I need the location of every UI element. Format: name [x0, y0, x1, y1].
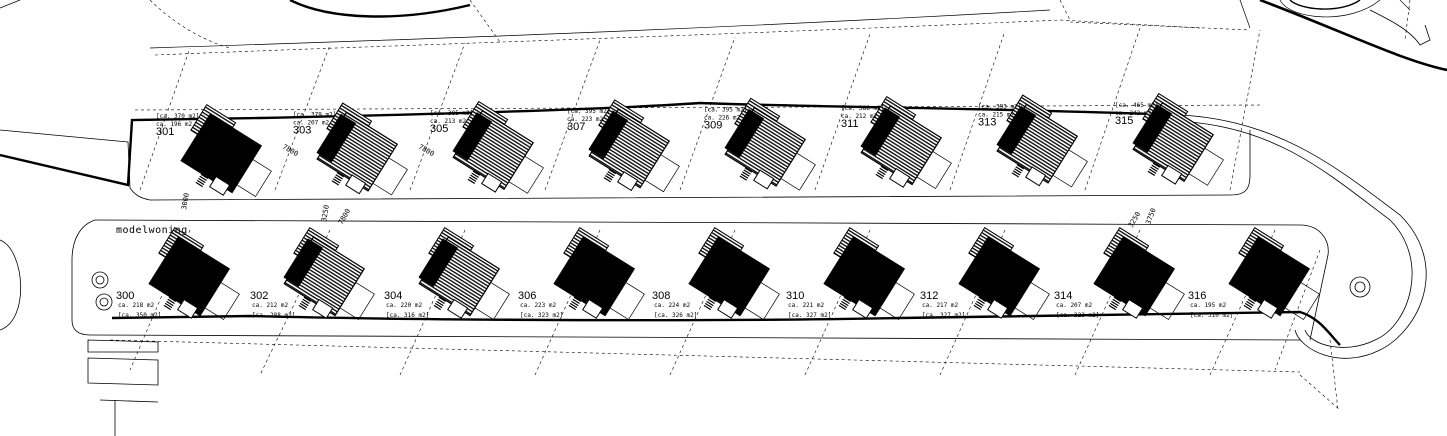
- plot-divisions-north: [134, 27, 1261, 191]
- floor-area-303: ca. 207 m2: [293, 119, 330, 126]
- svg-text:3250: 3250: [1127, 210, 1142, 229]
- house-north-7: [1132, 92, 1224, 186]
- plot-area-300: ca. 218 m2: [118, 302, 155, 309]
- plot-number-314: 314: [1054, 290, 1072, 302]
- floor-area-312: [ca. 327 m2]: [922, 312, 965, 319]
- house-south-0: [148, 227, 240, 320]
- floor-area-304: [ca. 316 m2]: [386, 312, 429, 319]
- floor-area-309: ca. 226 m2: [704, 115, 741, 122]
- plot-number-304: 304: [384, 290, 402, 302]
- plot-number-300: 300: [116, 290, 134, 302]
- floor-area-301: ca. 196 m2: [156, 121, 193, 128]
- plot-number-309: 309: [704, 120, 722, 132]
- floor-area-307: ca. 223 m2: [567, 116, 604, 123]
- plot-number-305: 305: [430, 123, 448, 135]
- plot-divisions-south: [109, 229, 1341, 411]
- plot-area-309: [ca. 395 m2]: [704, 107, 747, 114]
- svg-text:3000: 3000: [180, 192, 191, 210]
- house-north-2: [452, 100, 544, 194]
- floor-area-310: [ca. 327 m2]: [788, 312, 831, 319]
- floor-area-302: [ca. 288 m2]: [252, 312, 295, 319]
- house-south-6: [958, 227, 1050, 320]
- plot-area-312: ca. 217 m2: [922, 302, 959, 309]
- plot-area-301: [ca. 370 m2]: [156, 113, 199, 120]
- plot-number-308: 308: [652, 290, 670, 302]
- plot-area-307: [ca. 395 m2]: [567, 108, 610, 115]
- houses-south: [148, 227, 1320, 320]
- svg-text:7800: 7800: [337, 207, 352, 226]
- plot-number-316: 316: [1188, 290, 1206, 302]
- svg-text:3750: 3750: [1144, 207, 1157, 226]
- floor-area-316: [ca. 310 m2]: [1190, 312, 1233, 319]
- houses-north: [180, 92, 1224, 197]
- house-north-0: [180, 104, 272, 197]
- house-south-4: [688, 227, 780, 320]
- svg-text:7800: 7800: [281, 143, 300, 158]
- house-north-1: [316, 102, 408, 196]
- plot-area-308: ca. 224 m2: [654, 302, 691, 309]
- svg-text:7800: 7800: [417, 143, 436, 158]
- plot-number-307: 307: [567, 121, 585, 133]
- context-lines: [0, 0, 1447, 72]
- floor-area-314: [ca. 323 m2]: [1056, 312, 1099, 319]
- house-south-5: [823, 227, 915, 320]
- house-south-7: [1093, 227, 1185, 320]
- tree-icon: [91, 271, 1371, 311]
- floor-area-306: [ca. 323 m2]: [520, 312, 563, 319]
- labels-north: 301 [ca. 370 m2]ca. 196 m2 303 [ca. 379 m2]…: [156, 102, 1158, 138]
- plot-number-312: 312: [920, 290, 938, 302]
- plot-number-313: 313: [978, 116, 996, 128]
- house-south-3: [553, 227, 645, 320]
- plot-area-315: [ca. 465 m2]: [1115, 102, 1158, 109]
- plot-area-313: [ca. 393 m2]: [978, 103, 1021, 110]
- house-south-1: [283, 227, 375, 320]
- house-south-8: [1228, 227, 1320, 320]
- plot-area-310: ca. 221 m2: [788, 302, 825, 309]
- floor-area-308: [ca. 326 m2]: [654, 312, 697, 319]
- plot-area-302: ca. 212 m2: [252, 302, 289, 309]
- plot-area-311: [ca. 386 m2]: [841, 105, 884, 112]
- floor-area-311: ca. 212 m2: [841, 113, 878, 120]
- plot-area-316: ca. 195 m2: [1190, 302, 1227, 309]
- plot-area-314: ca. 207 m2: [1056, 302, 1093, 309]
- house-south-2: [418, 227, 510, 320]
- road-outlines: [0, 114, 1427, 436]
- plot-number-310: 310: [786, 290, 804, 302]
- floor-area-313: ca. 215 m2: [978, 111, 1015, 118]
- plot-number-306: 306: [518, 290, 536, 302]
- plot-number-303: 303: [293, 124, 311, 136]
- plot-area-303: [ca. 379 m2]: [293, 111, 336, 118]
- plot-area-306: ca. 223 m2: [520, 302, 557, 309]
- house-north-6: [996, 94, 1088, 188]
- house-north-5: [860, 96, 952, 189]
- plot-area-304: ca. 220 m2: [386, 302, 423, 309]
- house-north-3: [588, 99, 680, 193]
- house-north-4: [724, 97, 816, 191]
- floor-area-300: [ca. 350 m2]: [118, 312, 161, 319]
- plot-number-301: 301: [156, 126, 174, 138]
- plot-number-311: 311: [841, 118, 859, 130]
- svg-text:3250: 3250: [320, 204, 331, 222]
- plot-number-315: 315: [1115, 115, 1133, 127]
- floor-area-305: ca. 213 m2: [430, 118, 467, 125]
- model-house-label: modelwoning: [116, 225, 188, 236]
- floor-area-315: ca. 242 m2: [1115, 110, 1152, 117]
- plot-area-305: [ca. 385 m2]: [430, 110, 473, 117]
- plot-number-302: 302: [250, 290, 268, 302]
